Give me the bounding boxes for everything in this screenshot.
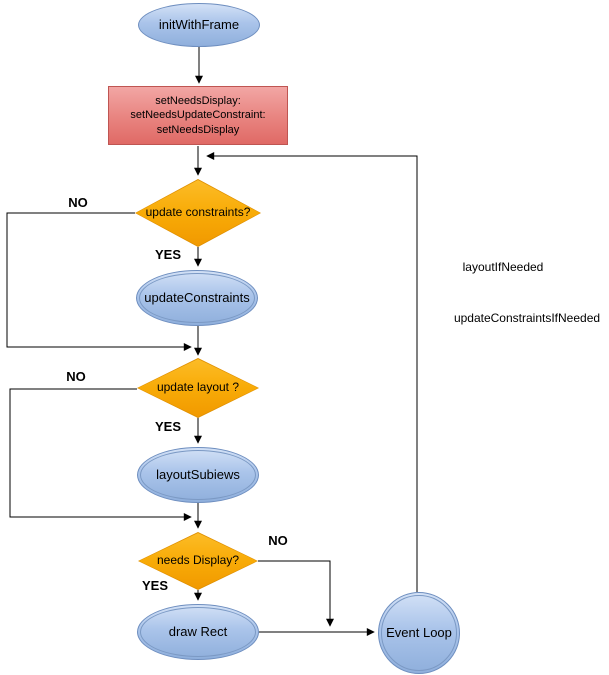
- edge-no-display-bypass: [258, 560, 334, 627]
- node-layout-subviews: layoutSubiews: [137, 447, 259, 503]
- label-no-display: NO: [268, 533, 288, 548]
- edge-no-constraints-loop: [6, 212, 192, 351]
- node-event-loop-label: Event Loop: [386, 624, 452, 640]
- label-yes-layout: YES: [154, 419, 181, 434]
- set-needs-line-3: setNeedsDisplay: [156, 123, 240, 136]
- decision-update-layout: update layout ?: [137, 358, 259, 418]
- node-set-needs-display: setNeedsDisplay: setNeedsUpdateConstrain…: [108, 86, 288, 145]
- node-draw-rect-label: draw Rect: [168, 623, 228, 639]
- node-event-loop: Event Loop: [378, 592, 460, 674]
- set-needs-line-2: setNeedsUpdateConstraint:: [130, 109, 266, 122]
- edge-eventloop-feedback: [206, 152, 418, 592]
- node-init-with-frame: initWithFrame: [138, 3, 260, 47]
- node-draw-rect: draw Rect: [137, 604, 259, 660]
- label-no-constraints: NO: [68, 195, 88, 210]
- decision-update-constraints-label: update constraints?: [145, 205, 251, 220]
- annotation-update-constraints-if-needed: updateConstraintsIfNeeded: [453, 311, 601, 325]
- set-needs-line-1: setNeedsDisplay:: [155, 94, 241, 107]
- decision-update-constraints: update constraints?: [135, 179, 261, 247]
- decision-update-layout-label: update layout ?: [156, 380, 240, 395]
- edge-no-layout-loop: [9, 388, 192, 521]
- node-update-constraints-label: updateConstraints: [144, 289, 250, 305]
- decision-needs-display: needs Display?: [138, 532, 258, 590]
- node-layout-subviews-label: layoutSubiews: [156, 466, 240, 482]
- decision-needs-display-label: needs Display?: [156, 553, 240, 568]
- label-no-layout: NO: [66, 369, 86, 384]
- label-yes-constraints: YES: [154, 247, 181, 262]
- annotation-layout-if-needed: layoutIfNeeded: [462, 260, 544, 274]
- node-init-with-frame-label: initWithFrame: [158, 16, 240, 32]
- node-update-constraints: updateConstraints: [136, 270, 258, 326]
- label-yes-display: YES: [141, 578, 168, 593]
